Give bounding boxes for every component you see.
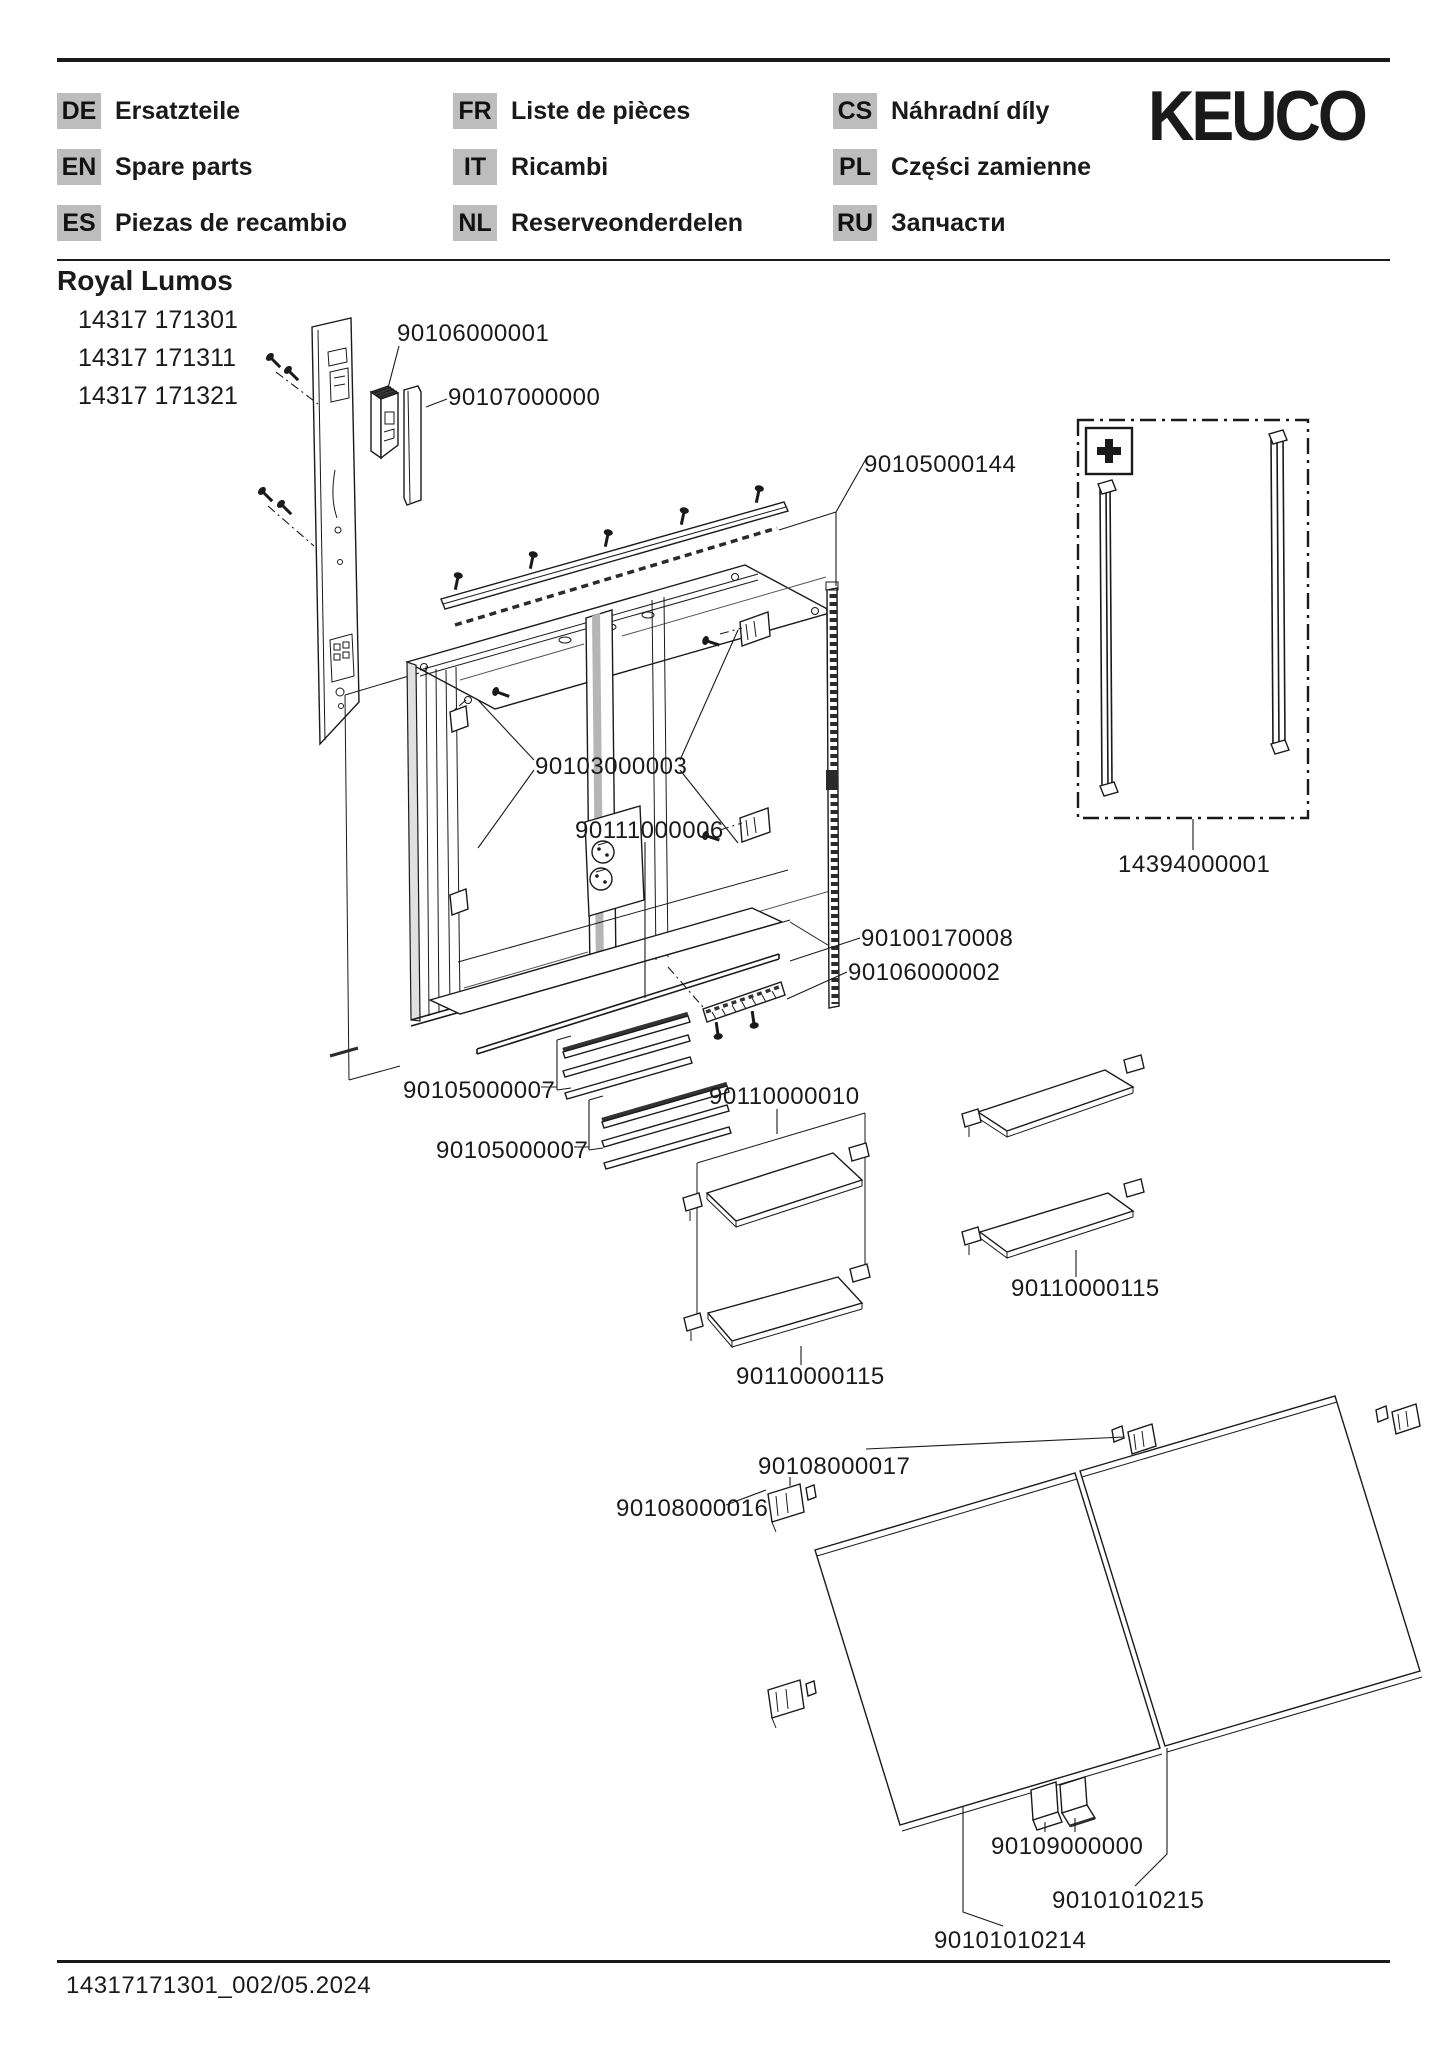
top-trim-strip (440, 482, 789, 627)
part-label: 90109000000 (991, 1833, 1144, 1860)
bottom-led-strip (667, 966, 786, 1042)
shelf-profile-set-2 (574, 1081, 732, 1170)
part-label: 90108000017 (758, 1453, 911, 1480)
lang-label-pl: Części zamienne (891, 153, 1092, 181)
part-label: 90108000016 (616, 1495, 769, 1522)
part-label: 90110000115 (1011, 1275, 1160, 1302)
lang-badge-fr: FR (453, 93, 497, 129)
led-driver-module (369, 345, 400, 460)
footer-rule (57, 1960, 1390, 1963)
part-label: 90101010214 (934, 1927, 1087, 1954)
leader-lines (477, 458, 867, 1000)
exploded-diagram (254, 317, 1423, 1927)
header-divider (57, 259, 1390, 261)
part-label: 90106000002 (848, 959, 1001, 986)
part-label: 90105000144 (864, 451, 1017, 478)
part-label: 90106000001 (397, 320, 550, 347)
part-label: 90105000007 (403, 1077, 556, 1104)
lang-badge-cs: CS (833, 93, 877, 129)
document-reference: 14317171301_002/05.2024 (66, 1972, 372, 1999)
lang-label-en: Spare parts (115, 153, 253, 181)
part-label: 90100170008 (861, 925, 1014, 952)
lang-badge-nl: NL (453, 205, 497, 241)
shelf-group-right (961, 1054, 1145, 1277)
lang-badge-pl: PL (833, 149, 877, 185)
lang-label-de: Ersatzteile (115, 97, 241, 125)
shelf-group-left (682, 1109, 871, 1365)
part-label: 90107000000 (448, 384, 601, 411)
vertical-led-strip (825, 581, 840, 1009)
part-label: 90105000007 (436, 1137, 589, 1164)
lang-label-ru: Запчасти (891, 209, 1006, 237)
part-label: 90110000010 (709, 1083, 860, 1110)
lang-label-cs: Náhradní díly (891, 97, 1050, 125)
lang-badge-it: IT (453, 149, 497, 185)
lang-label-fr: Liste de pièces (511, 97, 691, 125)
lang-label-nl: Reserveonderdelen (511, 209, 744, 237)
part-label: 90110000115 (736, 1363, 885, 1390)
lang-badge-ru: RU (833, 205, 877, 241)
keuco-logo: KEUCO (1148, 77, 1368, 156)
diffuser-strip (476, 953, 780, 1055)
shelf-profile-set-1 (541, 1011, 693, 1100)
lang-badge-en: EN (57, 149, 101, 185)
lang-label-it: Ricambi (511, 153, 609, 181)
mirror-doors (725, 1395, 1423, 1927)
accessory-kit-box (1076, 418, 1310, 850)
top-rule (57, 58, 1390, 62)
cover-strip (403, 385, 448, 506)
lang-badge-es: ES (57, 205, 101, 241)
mounting-screws (254, 349, 319, 547)
product-name: Royal Lumos (57, 265, 233, 296)
lang-label-es: Piezas de recambio (115, 209, 348, 237)
lang-badge-de: DE (57, 93, 101, 129)
model-number: 14317 171311 (78, 344, 237, 372)
wall-rail (311, 317, 360, 746)
model-number: 14317 171321 (78, 382, 238, 410)
part-label: 90101010215 (1052, 1887, 1205, 1914)
part-label: 90111000006 (575, 817, 724, 844)
part-label: 90103000003 (535, 753, 688, 780)
model-number: 14317 171301 (78, 306, 238, 334)
part-label: 14394000001 (1118, 851, 1271, 878)
